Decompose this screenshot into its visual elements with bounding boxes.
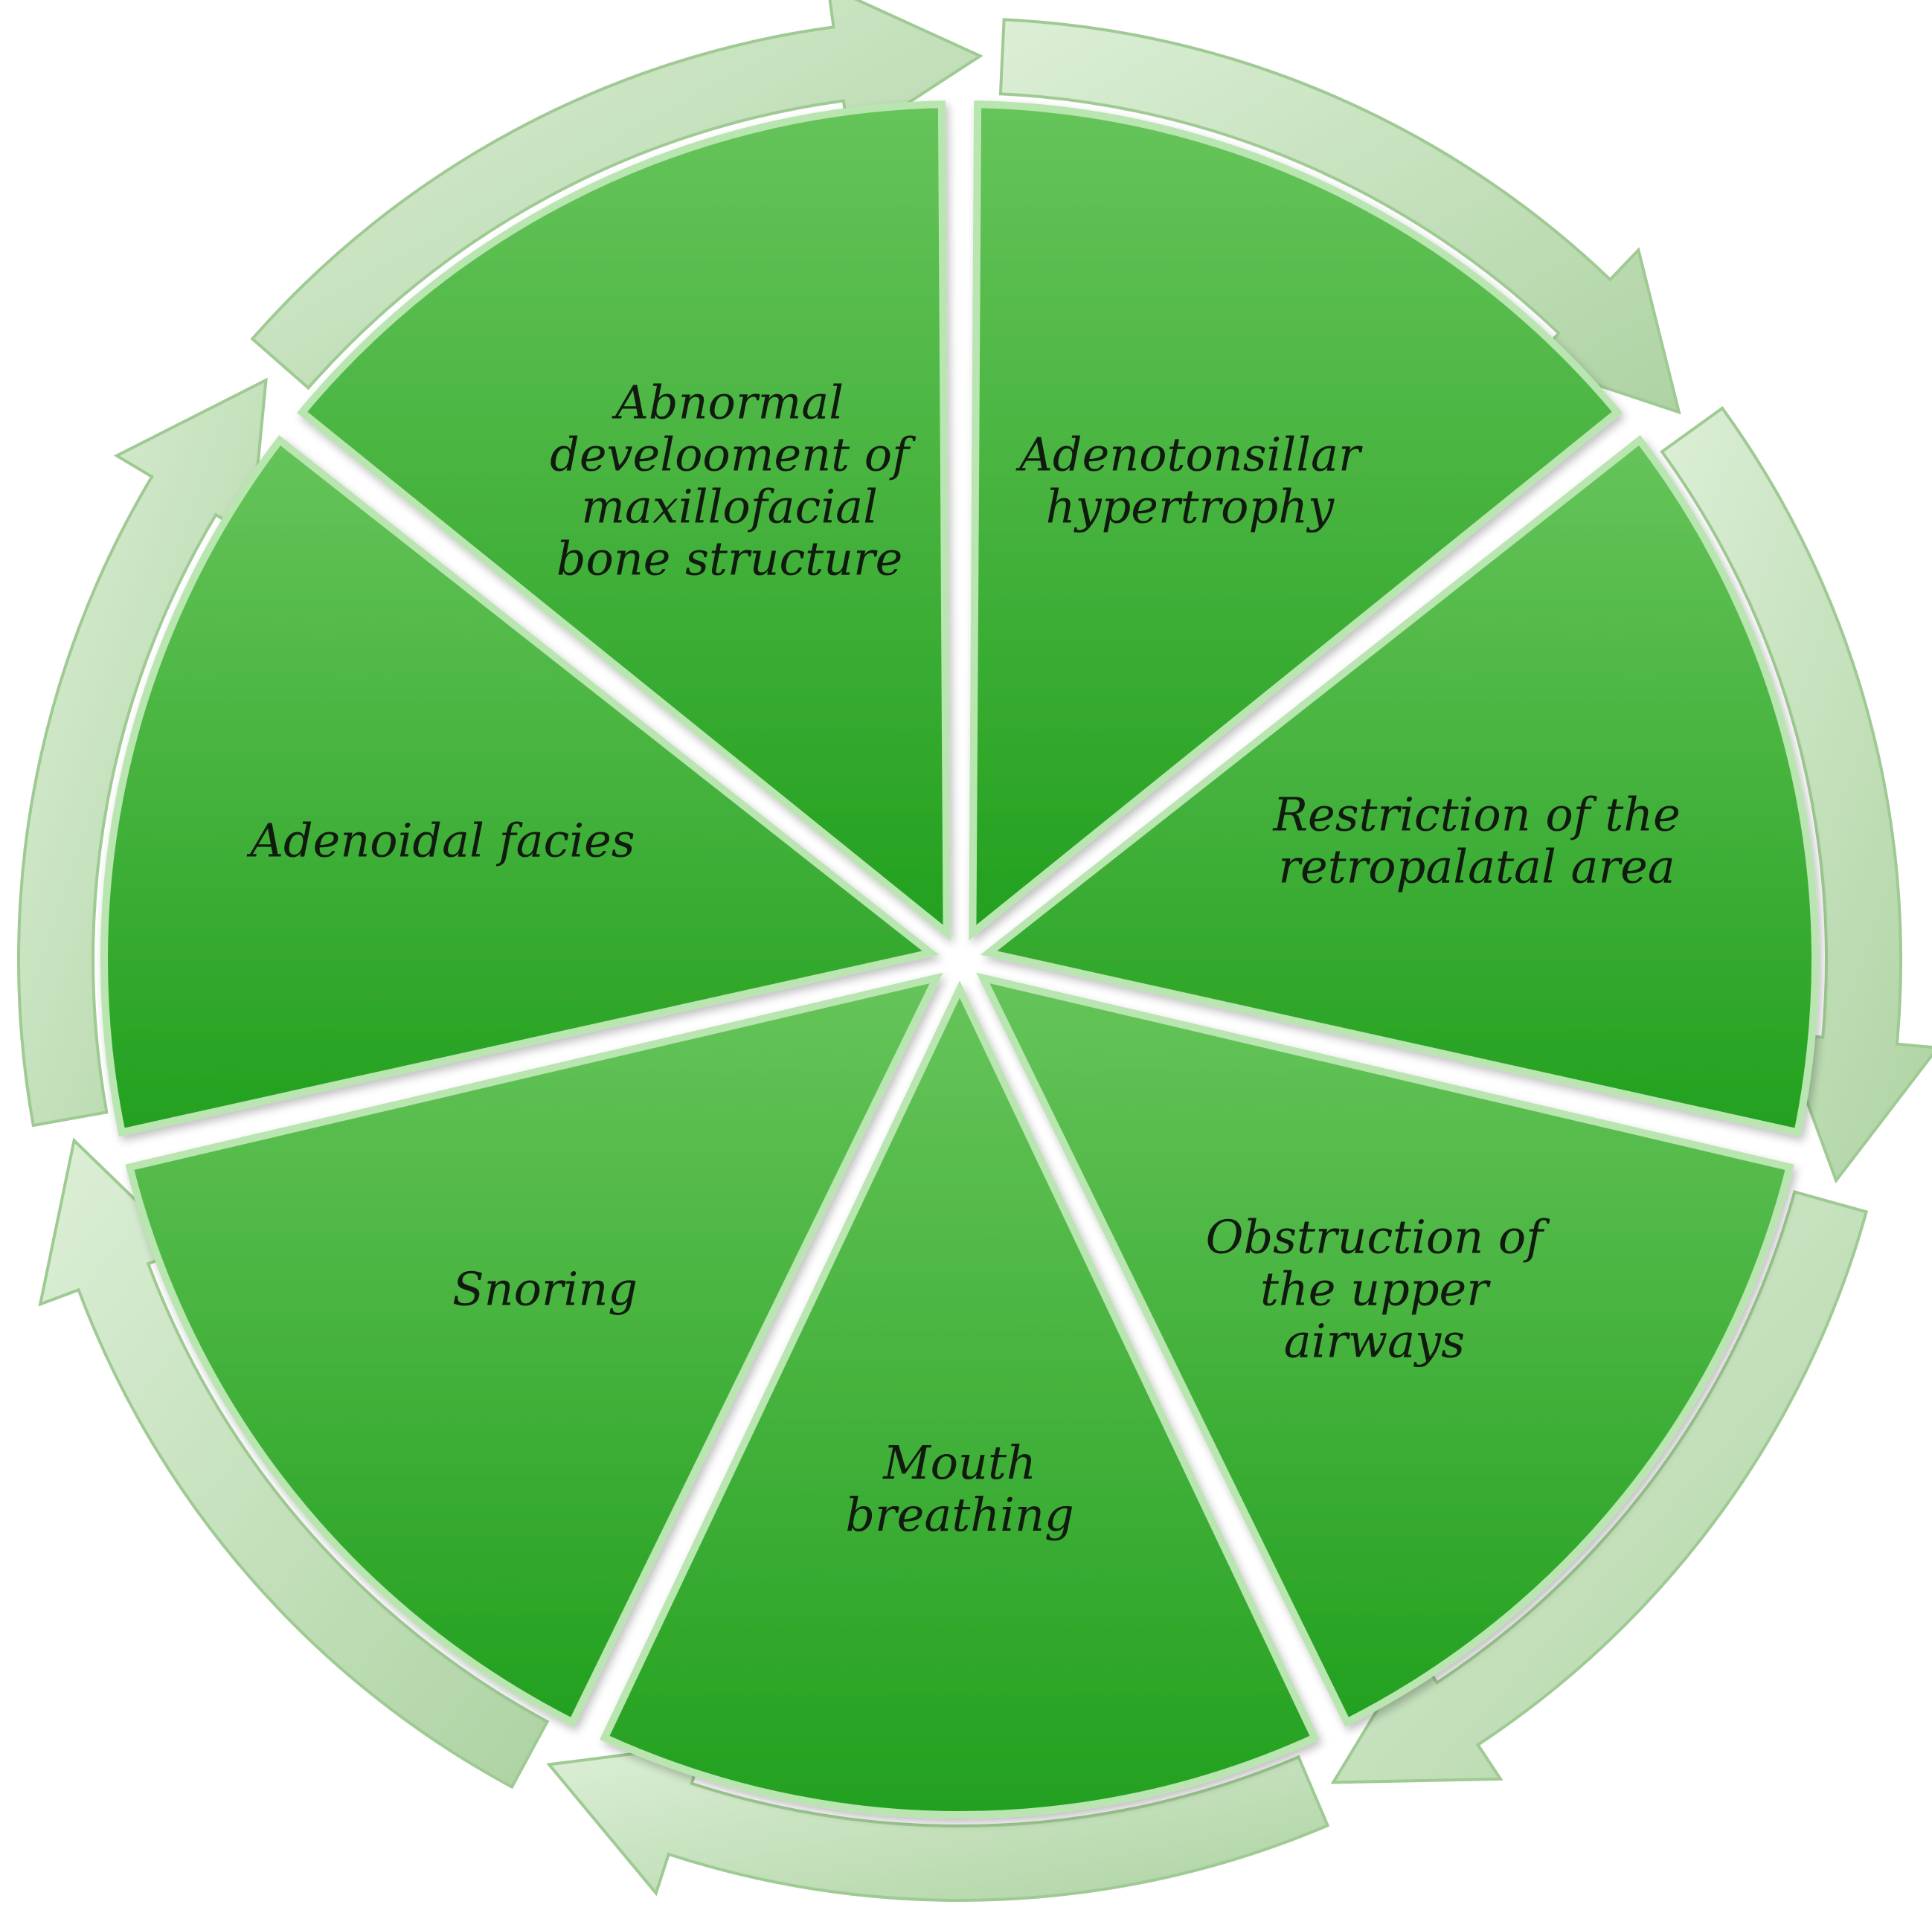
label-line: Adenoidal facies bbox=[246, 813, 635, 867]
label-line: bone structure bbox=[556, 532, 903, 586]
arrow-snoring bbox=[38, 1137, 550, 1790]
label-line: maxillofacial bbox=[581, 480, 878, 534]
arrow-mouth-breathing bbox=[546, 1743, 1330, 1902]
segment-adenoidal-facies bbox=[100, 434, 940, 1137]
label-line: hypertrophy bbox=[1046, 480, 1335, 534]
label-line: Mouth bbox=[882, 1435, 1036, 1490]
segment-obstruction-upper-airways bbox=[976, 972, 1794, 1728]
segment-abnormal-development bbox=[297, 100, 951, 941]
label-line: Adenotonsillar bbox=[1015, 428, 1363, 482]
arrow-ring bbox=[17, 0, 1932, 1902]
label-line: airways bbox=[1284, 1314, 1465, 1369]
arrow-adenotonsillar-hypertrophy bbox=[998, 18, 1681, 415]
label-line: the upper bbox=[1260, 1262, 1491, 1316]
segment-mouth-breathing bbox=[600, 980, 1320, 1819]
arrow-adenoidal-facies bbox=[17, 377, 268, 1128]
arrow-restriction-retropalatal bbox=[1660, 406, 1932, 1184]
label-snoring: Snoring bbox=[452, 1262, 638, 1316]
label-line: develooment of bbox=[550, 428, 917, 482]
arrow-obstruction-upper-airways bbox=[1330, 1190, 1869, 1784]
segment-ring bbox=[100, 100, 1819, 1819]
label-line: Restriction of the bbox=[1272, 787, 1681, 841]
segment-adenotonsillar-hypertrophy bbox=[969, 100, 1623, 941]
arrow-abnormal-development bbox=[250, 0, 983, 390]
label-line: Obstruction of bbox=[1206, 1210, 1551, 1264]
label-adenoidal-facies: Adenoidal facies bbox=[246, 813, 635, 867]
label-line: Abnormal bbox=[612, 376, 844, 430]
segment-restriction-retropalatal bbox=[980, 434, 1819, 1137]
label-line: Snoring bbox=[452, 1262, 638, 1316]
label-line: breathing bbox=[845, 1488, 1073, 1542]
segment-snoring bbox=[125, 972, 943, 1728]
label-line: retropalatal area bbox=[1278, 839, 1675, 893]
